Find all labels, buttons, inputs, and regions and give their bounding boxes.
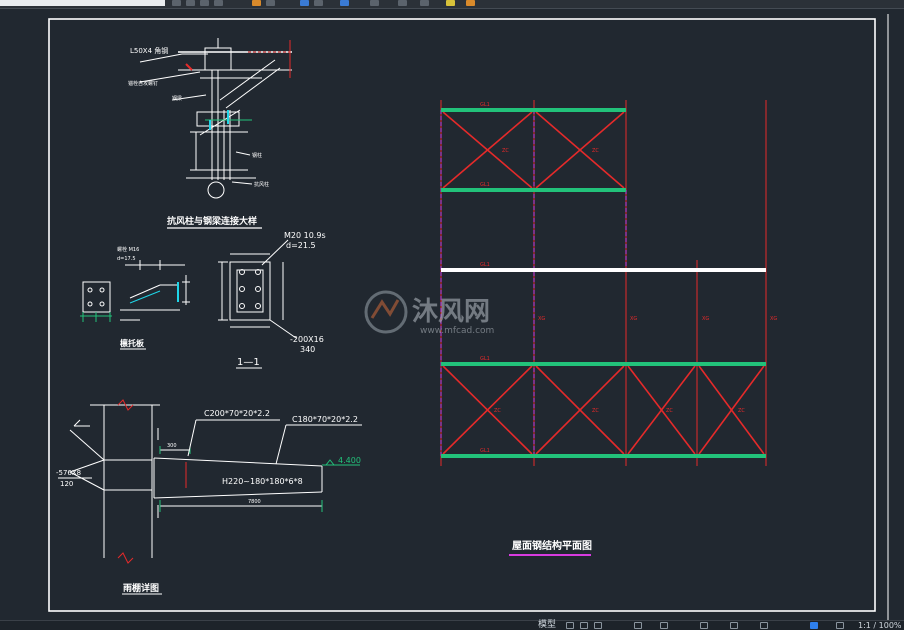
canopy-title: 雨棚详图 <box>123 582 159 594</box>
purlin-label-bolt: 螺栓 M16 <box>117 246 139 253</box>
canopy-label-elev: 4.400 <box>338 456 361 465</box>
status-scale[interactable]: 1:1 / 100% <box>858 621 902 630</box>
canopy-label-120: 120 <box>60 480 73 488</box>
grid-icon[interactable] <box>566 622 574 629</box>
properties-icon[interactable] <box>314 0 323 6</box>
purlin-title: 檩托板 <box>120 338 145 348</box>
detail-section-1-1 <box>218 239 297 339</box>
plan-label-gl-1: GL1 <box>480 102 490 108</box>
label-l50x4: L50X4 角钢 <box>130 46 168 55</box>
plan-label-zc-4: ZC <box>592 408 599 414</box>
plan-label-xg-4: XG <box>770 316 777 322</box>
ortho-icon[interactable] <box>594 622 602 629</box>
watermark-url: www.mfcad.com <box>420 326 494 336</box>
snap-icon[interactable] <box>580 622 588 629</box>
roof-plan <box>440 100 767 466</box>
settings-icon[interactable] <box>836 622 844 629</box>
plan-label-zc-2: ZC <box>592 148 599 154</box>
plan-label-xg-2: XG <box>630 316 637 322</box>
drawing-canvas[interactable]: L50X4 角钢 锚栓自攻螺钉 钢梁 钢柱 抗风柱 抗风柱与钢梁连接大样 螺栓 … <box>0 9 904 620</box>
detail-wind-column <box>139 38 292 199</box>
canopy-dim-7800: 7800 <box>248 499 261 505</box>
plan-label-zc-5: ZC <box>666 408 673 414</box>
pan-icon[interactable] <box>398 0 407 6</box>
zoom-icon[interactable] <box>370 0 379 6</box>
watermark-logo-icon <box>364 290 408 334</box>
plan-label-gl-4: GL1 <box>480 356 490 362</box>
section-label-340: 340 <box>300 345 315 354</box>
section-title: 1—1 <box>237 357 260 368</box>
section-label-m20: M20 10.9s <box>284 231 326 240</box>
label-wind-col: 抗风柱 <box>254 181 269 188</box>
watermark: 沐风网 www.mfcad.com <box>364 290 494 336</box>
label-col-note: 钢柱 <box>252 152 262 159</box>
label-anchor-bolt: 锚栓自攻螺钉 <box>128 80 158 87</box>
plan-label-zc-1: ZC <box>502 148 509 154</box>
open-icon[interactable] <box>186 0 195 6</box>
canopy-label-c180: C180*70*20*2.2 <box>292 415 358 424</box>
canopy-label-c200: C200*70*20*2.2 <box>204 409 270 418</box>
save-icon[interactable] <box>200 0 209 6</box>
canopy-label-576: -576X8 <box>56 469 81 477</box>
detail-purlin-bracket <box>80 260 190 322</box>
redo-icon[interactable] <box>266 0 275 6</box>
plan-label-xg-3: XG <box>702 316 709 322</box>
section-label-d: d=21.5 <box>286 241 316 250</box>
toolbar <box>0 0 904 9</box>
osnap-icon[interactable] <box>660 622 668 629</box>
plan-label-xg-1: XG <box>538 316 545 322</box>
detail-canopy <box>58 399 362 564</box>
plan-label-zc-6: ZC <box>738 408 745 414</box>
layer-icon[interactable] <box>300 0 309 6</box>
lock-icon[interactable] <box>466 0 475 6</box>
section-label-plate: -200X16 <box>290 335 324 344</box>
otrack-icon[interactable] <box>700 622 708 629</box>
lineweight-icon[interactable] <box>730 622 738 629</box>
annotation-icon[interactable] <box>760 622 768 629</box>
measure-icon[interactable] <box>420 0 429 6</box>
plan-label-zc-3: ZC <box>494 408 501 414</box>
plan-title: 屋面钢结构平面图 <box>512 539 592 552</box>
new-icon[interactable] <box>172 0 181 6</box>
plan-label-gl-2: GL1 <box>480 182 490 188</box>
detail1-title: 抗风柱与钢梁连接大样 <box>167 215 257 227</box>
purlin-label-d: d=17.5 <box>117 256 136 262</box>
canopy-dim-300: 300 <box>167 443 177 449</box>
print-icon[interactable] <box>214 0 223 6</box>
match-icon[interactable] <box>340 0 349 6</box>
tab-model[interactable]: 模型 <box>538 620 557 630</box>
markup-icon[interactable] <box>446 0 455 6</box>
plan-label-gl-3: GL1 <box>480 262 490 268</box>
plan-label-gl-5: GL1 <box>480 448 490 454</box>
command-field[interactable] <box>0 0 165 6</box>
workspace-icon[interactable] <box>810 622 818 629</box>
undo-icon[interactable] <box>252 0 261 6</box>
label-steel-beam: 钢梁 <box>172 95 182 102</box>
canopy-label-h220: H220~180*180*6*8 <box>222 477 303 486</box>
outer-frame <box>48 18 876 612</box>
watermark-brand: 沐风网 <box>412 297 490 327</box>
polar-icon[interactable] <box>634 622 642 629</box>
